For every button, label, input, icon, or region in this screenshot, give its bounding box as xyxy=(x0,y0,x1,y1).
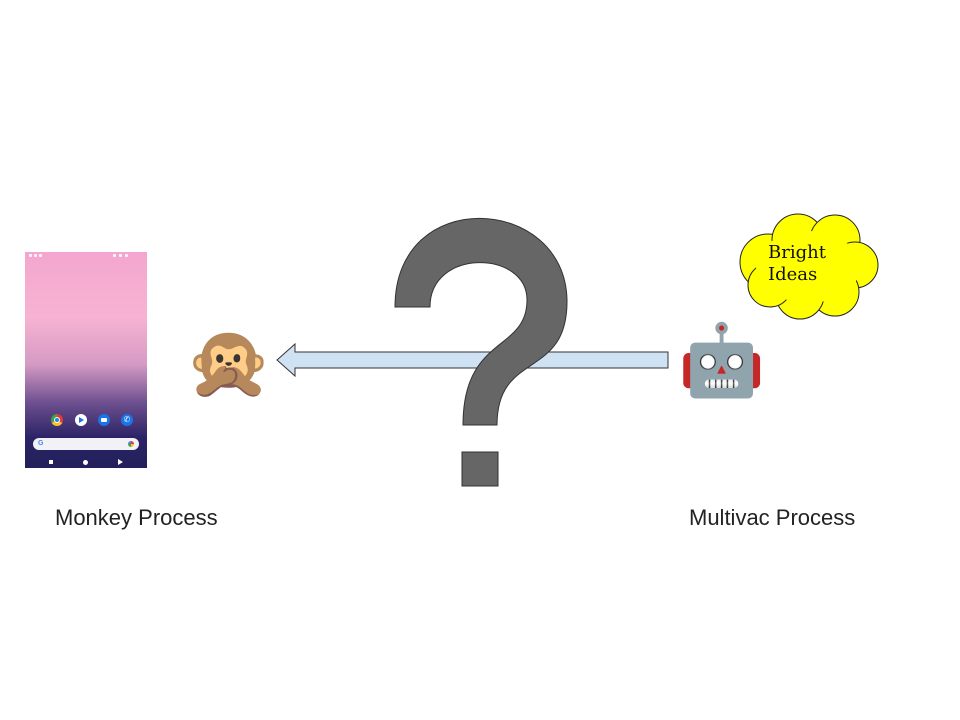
cloud-text-line-2: Ideas xyxy=(768,264,818,285)
chrome-icon xyxy=(51,414,63,426)
google-icon: G xyxy=(38,440,44,447)
signal-icon xyxy=(113,254,116,257)
cloud-fill xyxy=(756,231,860,303)
battery-icon xyxy=(119,254,122,257)
play-store-icon xyxy=(75,414,87,426)
battery-icon xyxy=(125,254,128,257)
notification-icon xyxy=(29,254,32,257)
wifi-icon xyxy=(39,254,42,257)
phone-dock: ✆ xyxy=(51,412,139,428)
home-icon xyxy=(83,460,88,465)
phone-navigation-bar xyxy=(25,456,147,468)
phone-dialer-icon: ✆ xyxy=(121,414,133,426)
android-phone-screenshot: ✆ G xyxy=(25,252,147,468)
recent-apps-icon xyxy=(49,460,53,464)
robot-icon: 🤖 xyxy=(678,321,766,399)
assistant-icon xyxy=(128,441,134,447)
question-mark-dot xyxy=(461,451,499,487)
question-mark-shape xyxy=(394,217,568,426)
monkey-process-label: Monkey Process xyxy=(55,505,218,530)
cloud-text: Bright Ideas xyxy=(768,242,848,286)
left-arrow xyxy=(276,342,669,378)
phone-status-bar xyxy=(25,252,147,260)
back-icon xyxy=(118,459,123,465)
messages-icon xyxy=(98,414,110,426)
phone-search-bar: G xyxy=(33,438,139,450)
notification-icon xyxy=(34,254,37,257)
multivac-process-label: Multivac Process xyxy=(689,505,856,530)
speak-no-evil-monkey-icon: 🙊 xyxy=(185,323,273,401)
cloud-text-line-1: Bright xyxy=(768,242,826,263)
